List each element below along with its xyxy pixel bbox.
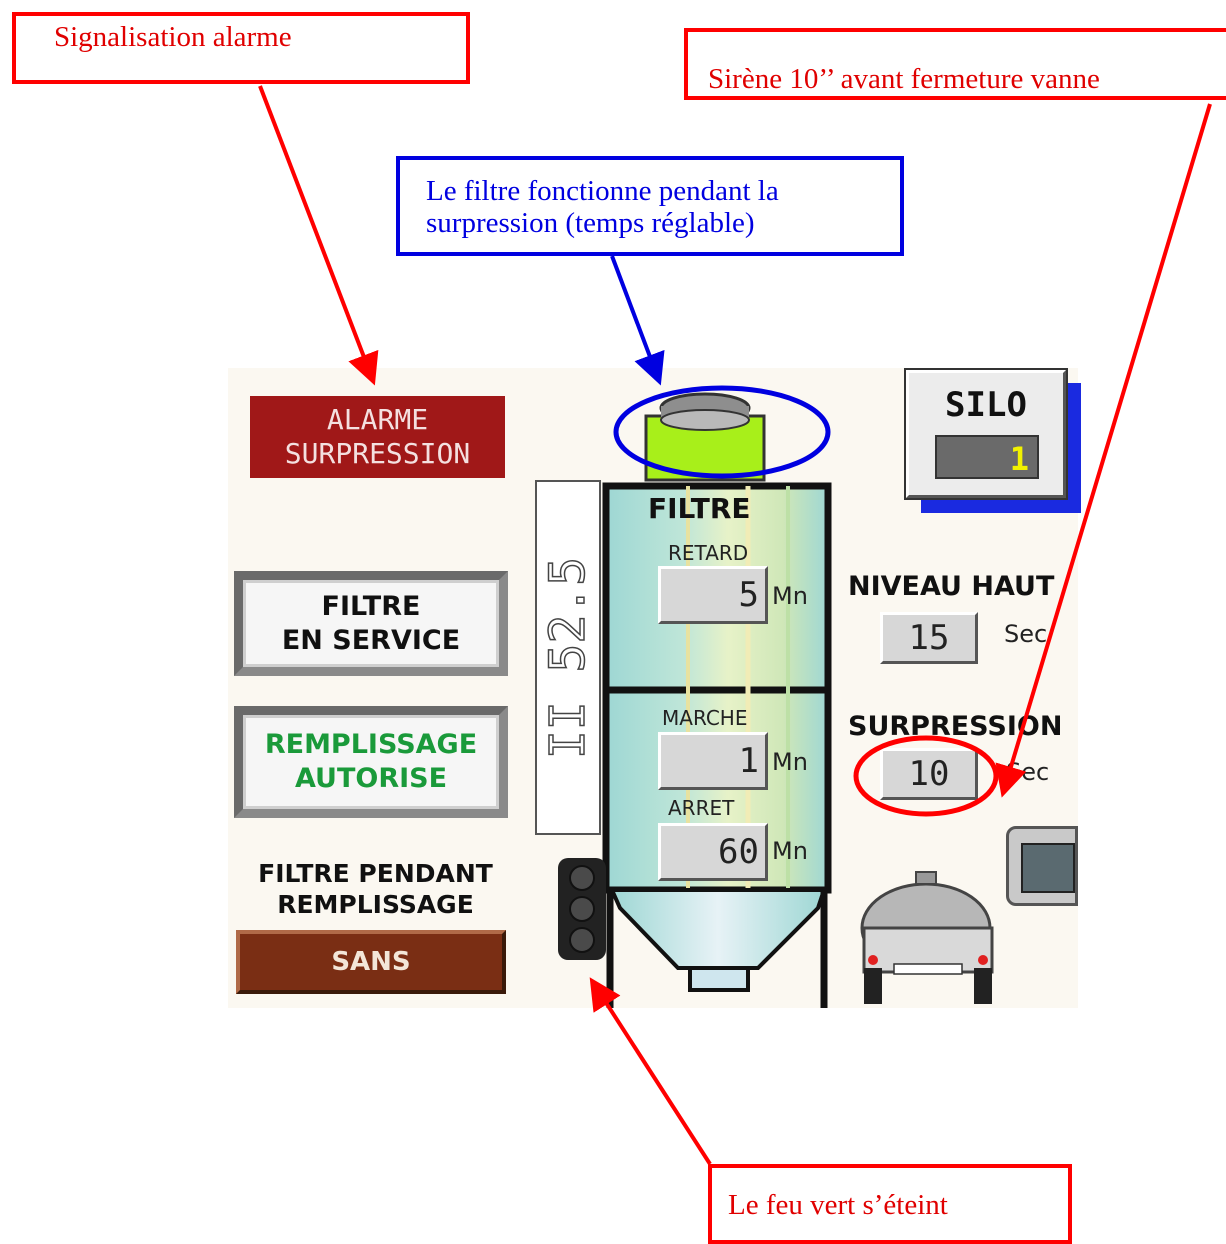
silo-box[interactable]: SILO 1 [906,370,1066,498]
hmi-panel: ALARME SURPRESSION FILTRE EN SERVICE REM… [228,368,1081,1008]
filter-in-service-line2: EN SERVICE [281,624,461,656]
surpression-input[interactable]: 10 [880,748,978,800]
callout-siren: Sirène 10’’ avant fermeture vanne [684,28,1226,100]
callout-alarm-signal: Signalisation alarme [12,12,470,84]
retard-label: RETARD [668,541,749,565]
tanker-truck-icon [860,871,994,1004]
callout-filter-line2: surpression (temps réglable) [426,206,755,239]
silo-display: 1 [935,435,1039,479]
arrow-filter [610,255,665,386]
highlight-surpression [853,735,999,817]
filter-in-service-button[interactable]: FILTRE EN SERVICE [234,571,508,676]
filter-during-filling-label: FILTRE PENDANT REMPLISSAGE [228,858,523,921]
niveau-haut-label: NIVEAU HAUT [848,571,1055,602]
callout-filter-line1: Le filtre fonctionne pendant la [426,175,779,207]
arret-unit: Mn [772,837,808,865]
filter-title: FILTRE [648,492,751,525]
filter-cap-icon [644,392,766,482]
arrow-alarm [258,85,379,386]
callout-siren-text: Sirène 10’’ avant fermeture vanne [708,63,1100,95]
alarm-line1: ALARME [326,403,429,437]
alarm-line2: SURPRESSION [284,437,471,470]
valve-button-icon[interactable] [1006,826,1078,906]
marche-input[interactable]: 1 [658,732,768,790]
arret-label: ARRET [668,796,735,820]
sans-button-label: SANS [331,947,411,977]
filling-authorized-button[interactable]: REMPLISSAGE AUTORISE [234,706,508,818]
filter-during-line2: REMPLISSAGE [277,890,474,920]
retard-input[interactable]: 5 [658,566,768,624]
arrow-siren [995,103,1212,798]
tag-box [535,480,601,835]
filter-during-line1: FILTRE PENDANT [258,859,493,888]
arrow-green-light [589,977,712,1166]
sans-button[interactable]: SANS [236,930,506,994]
traffic-light-icon [558,858,606,960]
filling-authorized-line1: REMPLISSAGE [264,729,478,761]
callout-alarm-signal-text: Signalisation alarme [54,21,292,53]
arret-input[interactable]: 60 [658,823,768,881]
alarm-surpression-indicator: ALARME SURPRESSION [250,396,505,478]
filter-in-service-line1: FILTRE [321,590,421,622]
filling-authorized-line2: AUTORISE [294,763,448,794]
callout-green-light: Le feu vert s’éteint [708,1164,1072,1244]
marche-label: MARCHE [662,706,748,730]
callout-filter: Le filtre fonctionne pendant la surpress… [396,156,904,256]
niveau-haut-input[interactable]: 15 [880,612,978,664]
retard-unit: Mn [772,582,808,610]
marche-unit: Mn [772,748,808,776]
callout-green-light-text: Le feu vert s’éteint [728,1189,948,1221]
niveau-haut-unit: Sec [1004,620,1048,648]
silo-title: SILO [945,385,1027,425]
highlight-filter-cap [613,385,831,479]
